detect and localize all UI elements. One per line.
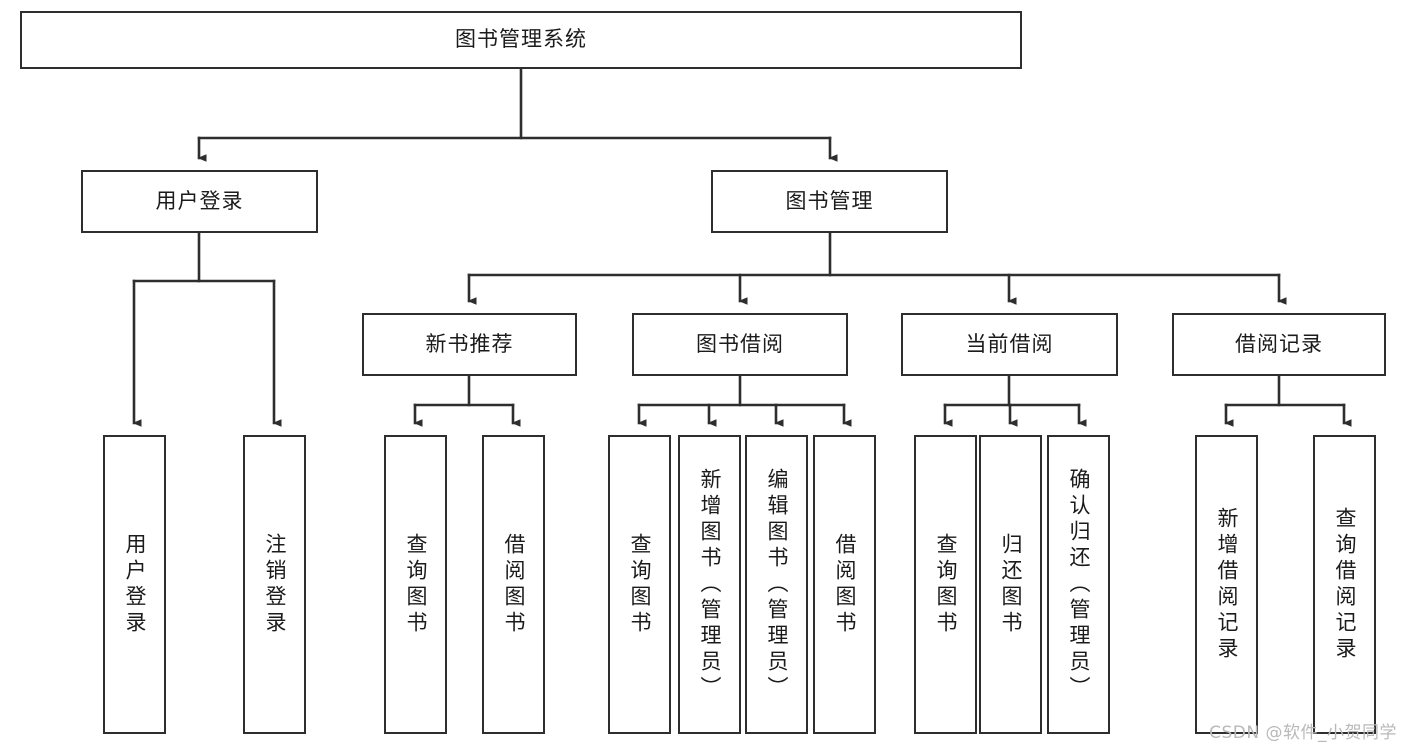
node-label: 借阅图书	[502, 532, 526, 637]
node-label: 归还图书	[999, 532, 1023, 637]
node-root-book-management-system[interactable]: 图书管理系统	[20, 11, 1022, 69]
node-label: 查询借阅记录	[1333, 506, 1357, 663]
node-label: 用户登录	[155, 188, 244, 213]
leaf-current-confirm-return-admin[interactable]: 确认归还（管理员）	[1047, 435, 1110, 734]
node-label: 注销登录	[263, 532, 287, 637]
node-new-book-recommend[interactable]: 新书推荐	[362, 313, 577, 376]
node-label: 查询图书	[404, 532, 428, 637]
node-label: 查询图书	[628, 532, 652, 637]
node-label: 新增借阅记录	[1215, 506, 1239, 663]
node-book-management[interactable]: 图书管理	[711, 170, 948, 233]
leaf-record-add-record[interactable]: 新增借阅记录	[1195, 435, 1258, 734]
leaf-current-return-book[interactable]: 归还图书	[979, 435, 1042, 734]
leaf-user-login-login[interactable]: 用户登录	[103, 435, 166, 734]
node-user-login[interactable]: 用户登录	[81, 170, 318, 233]
leaf-new-book-query-book[interactable]: 查询图书	[384, 435, 447, 734]
leaf-user-login-logout[interactable]: 注销登录	[243, 435, 306, 734]
node-label: 新书推荐	[425, 331, 514, 356]
node-label: 图书借阅	[696, 331, 784, 356]
leaf-borrow-add-book-admin[interactable]: 新增图书（管理员）	[678, 435, 741, 734]
leaf-borrow-edit-book-admin[interactable]: 编辑图书（管理员）	[745, 435, 808, 734]
node-label: 查询图书	[934, 532, 958, 637]
leaf-new-book-borrow-book[interactable]: 借阅图书	[482, 435, 545, 734]
node-book-borrow[interactable]: 图书借阅	[632, 313, 848, 376]
node-current-borrow[interactable]: 当前借阅	[901, 313, 1118, 376]
leaf-current-query-book[interactable]: 查询图书	[914, 435, 977, 734]
node-label: 编辑图书（管理员）	[765, 467, 789, 702]
leaf-record-query-record[interactable]: 查询借阅记录	[1313, 435, 1376, 734]
leaf-borrow-borrow-book[interactable]: 借阅图书	[813, 435, 876, 734]
leaf-borrow-query-book[interactable]: 查询图书	[608, 435, 671, 734]
node-label: 借阅记录	[1235, 331, 1323, 356]
node-borrow-record[interactable]: 借阅记录	[1172, 313, 1386, 376]
node-label: 借阅图书	[833, 532, 857, 637]
node-label: 图书管理系统	[455, 27, 587, 52]
node-label: 当前借阅	[965, 331, 1054, 356]
node-label: 确认归还（管理员）	[1067, 467, 1091, 702]
node-label: 新增图书（管理员）	[698, 467, 722, 702]
node-label: 图书管理	[785, 188, 874, 213]
node-label: 用户登录	[123, 532, 147, 637]
